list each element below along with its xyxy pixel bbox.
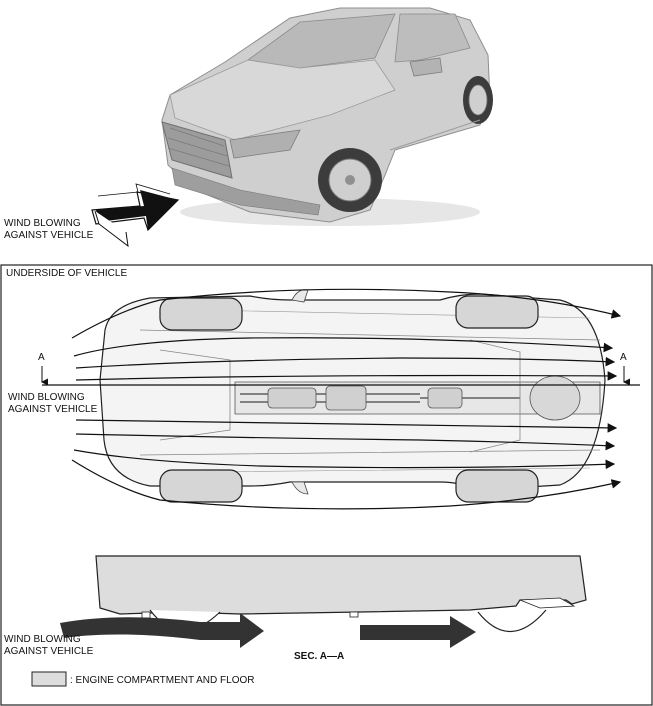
legend-swatch <box>31 671 67 687</box>
section-flow-arrows <box>60 613 476 648</box>
section-profile <box>95 555 587 633</box>
underside-panel-frame <box>0 264 653 706</box>
wind-arrow-3d <box>91 183 180 248</box>
vehicle-underbody <box>99 289 606 503</box>
section-caption: SEC. A—A <box>294 651 344 662</box>
airflow-lines <box>71 288 622 510</box>
section-wind-label-line2: AGAINST VEHICLE <box>4 646 94 657</box>
section-marker-right: A <box>620 352 627 363</box>
top-wind-label-line2: AGAINST VEHICLE <box>4 230 94 241</box>
panel-title: UNDERSIDE OF VEHICLE <box>6 268 127 279</box>
section-marker-left: A <box>38 352 45 363</box>
section-wind-label-line1: WIND BLOWING <box>4 634 81 645</box>
legend-label: : ENGINE COMPARTMENT AND FLOOR <box>70 675 254 686</box>
car-illustration <box>161 7 493 226</box>
panel-wind-label-line1: WIND BLOWING <box>8 392 85 403</box>
panel-wind-label-line2: AGAINST VEHICLE <box>8 404 98 415</box>
top-wind-label-line1: WIND BLOWING <box>4 218 81 229</box>
